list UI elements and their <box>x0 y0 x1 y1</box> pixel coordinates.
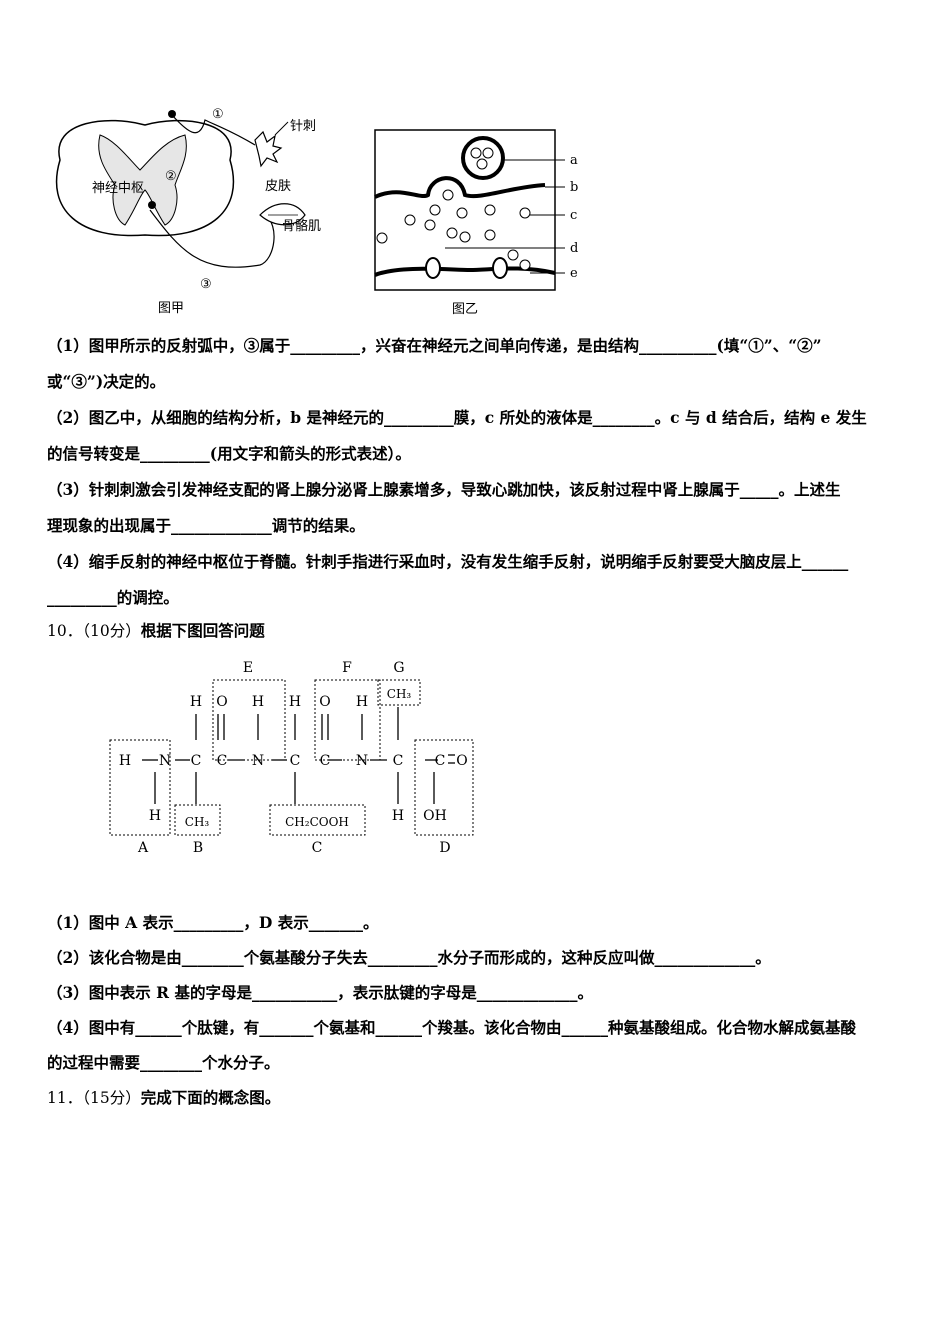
q10-part4-line2: 的过程中需要________个水分子。 <box>47 1053 280 1072</box>
q11-number: 11． <box>47 1089 83 1107</box>
skin-shape <box>254 130 283 168</box>
marker-3: ③ <box>200 277 212 292</box>
box-f <box>314 679 381 761</box>
atom-o: O <box>319 694 330 710</box>
atom-c: C <box>191 753 202 769</box>
q9-part3-line1: （3）针刺刺激会引发神经支配的肾上腺分泌肾上腺素增多，导致心跳加快，该反射过程中… <box>47 480 841 499</box>
marker-2: ② <box>165 169 177 184</box>
atom-c: C <box>320 753 331 769</box>
label-a: a <box>570 153 578 168</box>
label-c: C <box>312 840 323 856</box>
atom-h: H <box>392 808 404 824</box>
group-oh: OH <box>423 808 447 824</box>
atom-n: N <box>356 753 368 769</box>
label-e: E <box>243 660 253 676</box>
atom-h: H <box>119 753 131 769</box>
atom-c: C <box>217 753 228 769</box>
receptor-e <box>492 257 508 279</box>
group-ch2cooh: CH₂COOH <box>285 815 349 829</box>
q10-header: 10．（10分）根据下图回答问题 <box>47 621 265 641</box>
label-b: B <box>193 840 203 856</box>
label-a: A <box>137 840 149 856</box>
q11-score: （15分） <box>82 1089 141 1107</box>
q10-stem: 根据下图回答问题 <box>140 621 265 640</box>
label-g: G <box>393 660 404 676</box>
neuron-body <box>148 201 156 209</box>
skin-label: 皮肤 <box>265 179 291 194</box>
label-f: F <box>342 660 352 676</box>
group-ch3: CH₃ <box>387 687 412 701</box>
q10-score: （10分） <box>82 622 141 640</box>
neurotransmitters-c <box>376 189 531 244</box>
atom-c: C <box>435 753 446 769</box>
label-e: e <box>570 266 578 281</box>
figure-yi: a b c d e 图乙 <box>374 129 578 317</box>
q11-stem: 完成下面的概念图。 <box>140 1088 281 1107</box>
q9-part2-line1: （2）图乙中，从细胞的结构分析，b 是神经元的_________膜，c 所处的液… <box>47 408 867 427</box>
q9-part2-line2: 的信号转变是_________(用文字和箭头的形式表述）。 <box>47 444 411 463</box>
figure-jia: 神经中枢 ① ② ③ 针刺 皮肤 骨骼肌 图甲 <box>55 107 321 316</box>
q10-number: 10． <box>47 622 83 640</box>
atom-h: H <box>356 694 368 710</box>
group-ch3: CH₃ <box>185 815 210 829</box>
atom-n: N <box>159 753 171 769</box>
vesicle-a <box>461 136 505 180</box>
box-e <box>212 679 286 761</box>
label-c: c <box>570 208 577 223</box>
needle-label: 针刺 <box>290 119 316 134</box>
needle-line <box>274 121 289 136</box>
label-b: b <box>570 180 578 195</box>
atom-h: H <box>190 694 202 710</box>
q9-part4-line1: （4）缩手反射的神经中枢位于脊髓。针刺手指进行采血时，没有发生缩手反射，说明缩手… <box>47 552 849 571</box>
q9-part1-line2: 或“③”)决定的。 <box>47 372 166 391</box>
marker-1: ① <box>212 107 224 122</box>
caption-yi: 图乙 <box>452 302 478 317</box>
q10-part3: （3）图中表示 R 基的字母是___________，表示肽键的字母是_____… <box>47 983 593 1002</box>
box-a <box>109 739 171 836</box>
q9-part1-line1: （1）图甲所示的反射弧中，③属于_________，兴奋在神经元之间单向传递，是… <box>47 336 822 355</box>
grey-matter <box>98 134 187 226</box>
atom-c: C <box>393 753 404 769</box>
receptor-d <box>425 257 441 279</box>
box-g <box>377 679 421 706</box>
atom-h: H <box>289 694 301 710</box>
presynaptic-membrane-b <box>374 176 546 199</box>
q10-part2: （2）该化合物是由________个氨基酸分子失去_________水分子而形成… <box>47 948 771 967</box>
atom-o: O <box>216 694 227 710</box>
box-d <box>414 739 474 836</box>
peptide-figure: H N H C H CH₃ C O N H C H CH₂COOH C O N … <box>109 660 474 856</box>
atom-h: H <box>149 808 161 824</box>
atom-n: N <box>252 753 264 769</box>
atom-h: H <box>252 694 264 710</box>
q10-part1: （1）图中 A 表示_________，D 表示_______。 <box>47 913 379 932</box>
center-label: 神经中枢 <box>92 181 144 196</box>
q9-part3-line2: 理现象的出现属于_____________调节的结果。 <box>47 516 365 535</box>
label-d: d <box>570 241 578 256</box>
muscle-label: 骨骼肌 <box>282 218 321 234</box>
atom-c: C <box>290 753 301 769</box>
ganglion <box>168 110 176 118</box>
caption-jia: 图甲 <box>158 301 184 316</box>
box-b <box>174 804 221 836</box>
efferent-nerve <box>149 209 275 268</box>
label-d: D <box>439 840 450 856</box>
q9-part4-line2: _________的调控。 <box>47 588 179 607</box>
box-c <box>269 804 366 836</box>
atom-o: O <box>456 753 467 769</box>
afferent-nerve <box>171 114 256 146</box>
q11-header: 11．（15分）完成下面的概念图。 <box>47 1088 280 1108</box>
muscle-shape <box>259 203 306 226</box>
q10-part4-line1: （4）图中有______个肽键，有_______个氨基和______个羧基。该化… <box>47 1018 857 1037</box>
